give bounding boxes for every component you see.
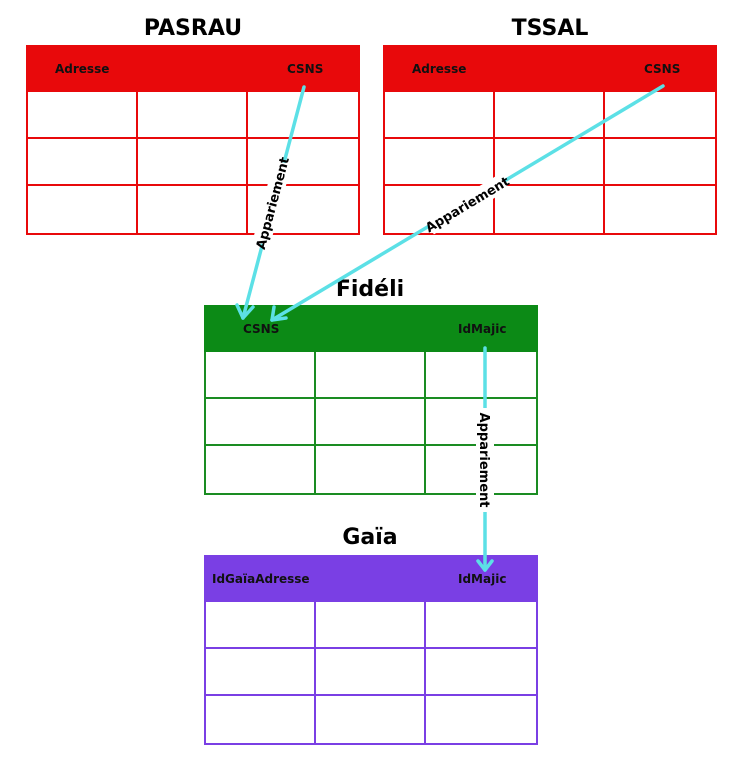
arrowhead-icon bbox=[235, 303, 255, 320]
arrowhead-icon bbox=[270, 305, 288, 322]
svg-text:Appariement: Appariement bbox=[423, 174, 512, 236]
table-gaia: IdGaïaAdresse IdMajic bbox=[204, 555, 538, 745]
svg-text:Appariement: Appariement bbox=[476, 413, 491, 508]
arrowhead-icon bbox=[476, 559, 494, 572]
column-csns: CSNS bbox=[287, 62, 324, 76]
table-header: IdGaïaAdresse IdMajic bbox=[204, 555, 538, 602]
link-label-2: Appariement bbox=[423, 173, 512, 236]
table-header: Adresse CSNS bbox=[383, 45, 717, 92]
table-body bbox=[204, 602, 538, 745]
table-tssal: Adresse CSNS bbox=[383, 45, 717, 235]
column-adresse: Adresse bbox=[55, 62, 110, 76]
table-header: CSNS IdMajic bbox=[204, 305, 538, 352]
table-header: Adresse CSNS bbox=[26, 45, 360, 92]
column-idgaiaadresse: IdGaïaAdresse bbox=[212, 572, 310, 586]
link-label-3: Appariement bbox=[476, 408, 494, 512]
table-title-gaia: Gaïa bbox=[342, 525, 398, 550]
table-title-tssal: TSSAL bbox=[511, 16, 589, 41]
table-pasrau: Adresse CSNS bbox=[26, 45, 360, 235]
column-idmajic: IdMajic bbox=[458, 322, 507, 336]
column-adresse: Adresse bbox=[412, 62, 467, 76]
table-fideli: CSNS IdMajic bbox=[204, 305, 538, 495]
table-title-fideli: Fidéli bbox=[335, 277, 405, 302]
table-body bbox=[383, 92, 717, 235]
column-csns: CSNS bbox=[644, 62, 681, 76]
column-idmajic: IdMajic bbox=[458, 572, 507, 586]
table-title-pasrau: PASRAU bbox=[143, 16, 243, 41]
column-csns: CSNS bbox=[243, 322, 280, 336]
link-label-1: Appariement bbox=[252, 156, 293, 251]
table-body bbox=[26, 92, 360, 235]
